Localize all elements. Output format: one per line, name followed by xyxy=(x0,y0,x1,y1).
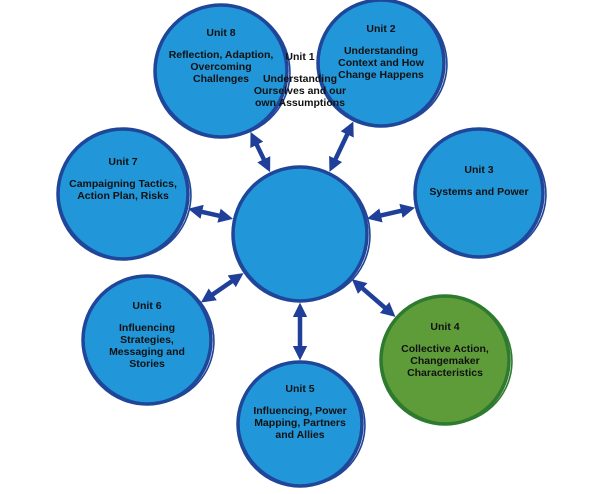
unit-6-title: Unit 6 xyxy=(132,300,162,312)
unit-7-description: Campaigning Tactics, Action Plan, Risks xyxy=(69,178,177,202)
unit-5-title: Unit 5 xyxy=(285,383,315,395)
unit-3-circle xyxy=(413,127,547,259)
unit-7-circle xyxy=(56,127,192,261)
double-arrow-unit-1-to-unit-7 xyxy=(188,204,234,223)
unit-2-circle xyxy=(316,0,448,128)
unit-2-label: Unit 2 Understanding Context and How Cha… xyxy=(326,23,436,81)
unit-4-description: Collective Action, Changemaker Character… xyxy=(401,343,489,379)
unit-8-description: Reflection, Adaption, Overcoming Challen… xyxy=(168,49,274,85)
unit-3-description: Systems and Power xyxy=(429,186,529,198)
unit-7-title: Unit 7 xyxy=(108,156,138,168)
unit-3-title: Unit 3 xyxy=(464,164,494,176)
unit-4-circle xyxy=(379,294,513,426)
unit-8-title: Unit 8 xyxy=(206,27,236,39)
double-arrow-unit-1-to-unit-4 xyxy=(351,279,396,317)
unit-8-label: Unit 8 Reflection, Adaption, Overcoming … xyxy=(166,27,276,85)
unit-1-label: Unit 1 Understanding Ourselves and our o… xyxy=(245,51,355,109)
unit-8-circle xyxy=(153,3,291,139)
unit-5-description: Influencing, Power Mapping, Partners and… xyxy=(253,405,347,441)
unit-4-title: Unit 4 xyxy=(430,321,460,333)
double-arrow-unit-1-to-unit-6 xyxy=(200,273,244,303)
unit-7-label: Unit 7 Campaigning Tactics, Action Plan,… xyxy=(68,156,178,202)
double-arrow-unit-1-to-unit-8 xyxy=(250,131,271,173)
unit-1-title: Unit 1 xyxy=(285,51,315,63)
unit-6-label: Unit 6 Influencing Strategies, Messaging… xyxy=(92,300,202,370)
unit-1-circle xyxy=(231,165,371,303)
unit-4-label: Unit 4 Collective Action, Changemaker Ch… xyxy=(386,321,504,379)
unit-5-label: Unit 5 Influencing, Power Mapping, Partn… xyxy=(245,383,355,441)
unit-5-circle xyxy=(236,360,366,488)
unit-2-description: Understanding Context and How Change Hap… xyxy=(338,45,424,81)
double-arrow-unit-1-to-unit-2 xyxy=(329,121,354,172)
double-arrow-unit-1-to-unit-3 xyxy=(366,203,416,223)
unit-6-description: Influencing Strategies, Messaging and St… xyxy=(109,322,185,370)
unit-3-label: Unit 3 Systems and Power xyxy=(424,164,534,198)
unit-6-circle xyxy=(81,274,215,406)
unit-1-description: Understanding Ourselves and our own Assu… xyxy=(253,73,347,109)
unit-2-title: Unit 2 xyxy=(366,23,396,35)
